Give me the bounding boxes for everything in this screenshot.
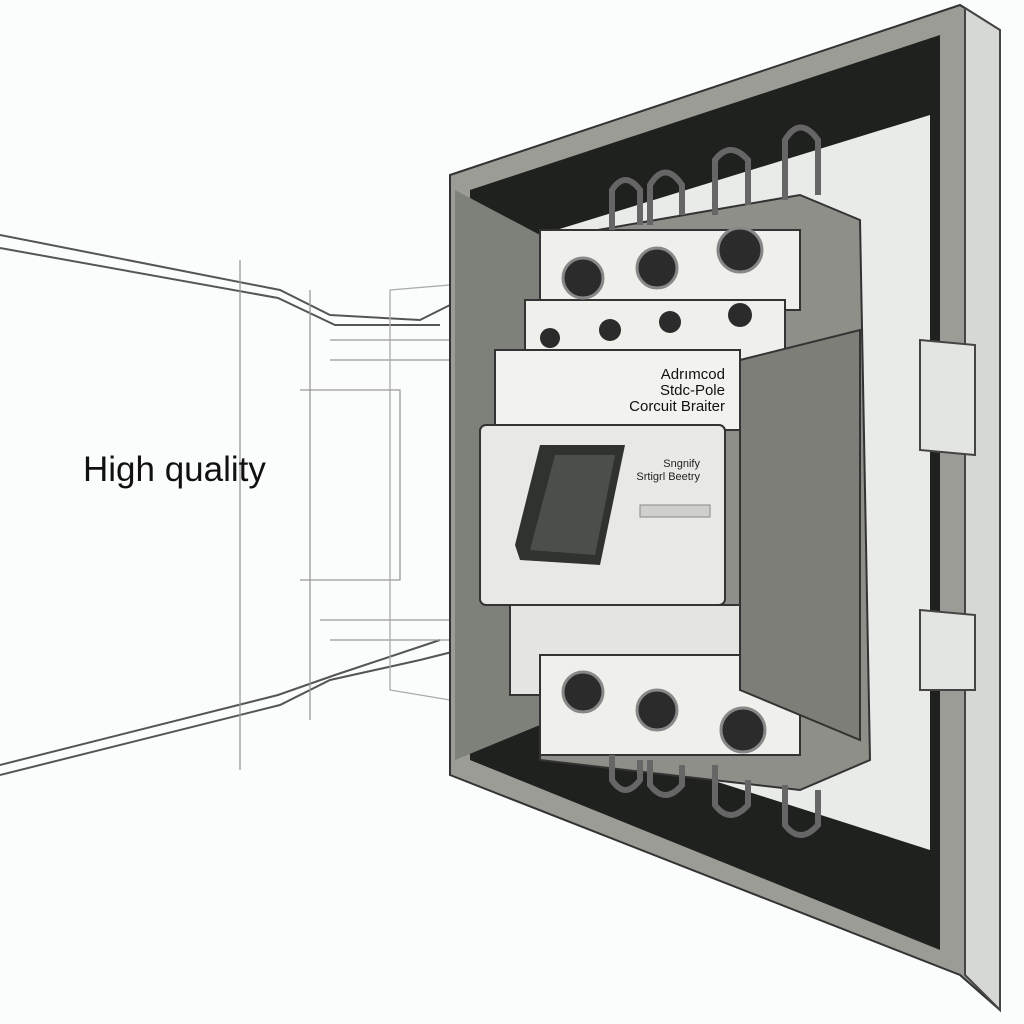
- breaker-label-line3: Corcuit Braiter: [629, 398, 725, 415]
- switch-label: Sngnify Srtigrl Beetry: [620, 458, 700, 484]
- switch-label-line2: Srtigrl Beetry: [636, 471, 700, 483]
- breaker-label-line1: Adrımcod: [660, 366, 725, 383]
- breaker: [479, 124, 872, 838]
- switch-label-line1: Sngnify: [663, 458, 700, 470]
- breaker-label: Adrımcod Stdc-Pole Corcuit Braiter: [590, 367, 725, 415]
- breaker-label-line2: Stdc-Pole: [659, 382, 725, 399]
- wires: [0, 234, 461, 776]
- caption-text: High quality: [83, 450, 266, 489]
